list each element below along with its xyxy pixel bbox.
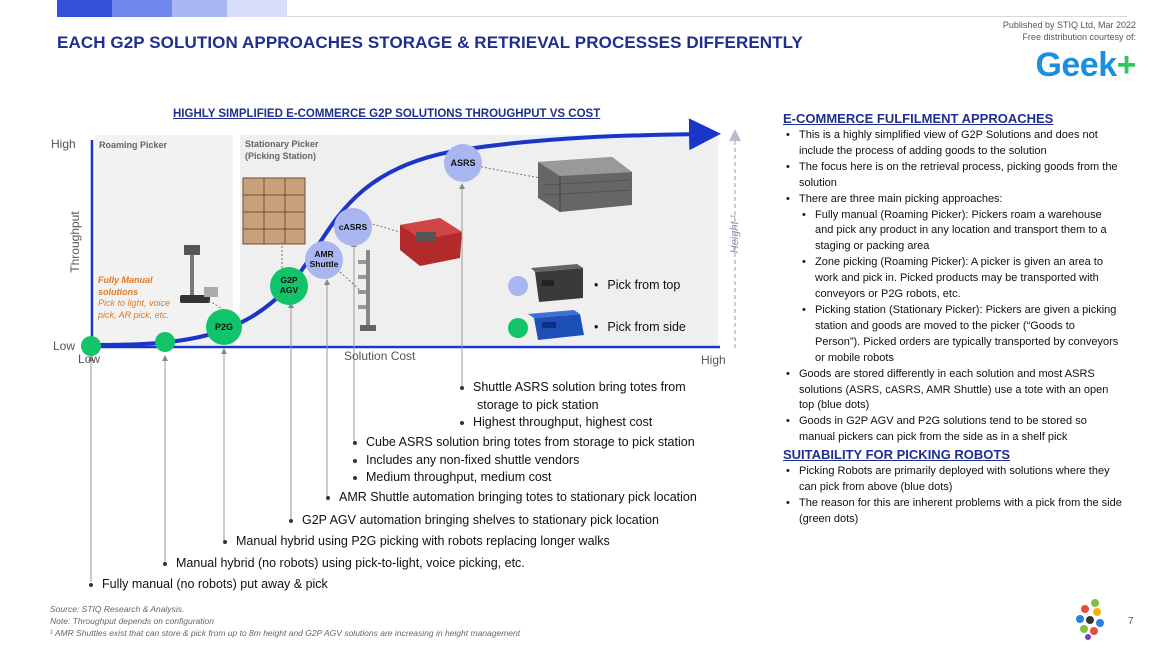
zone-stationary-label: Stationary Picker (Picking Station) bbox=[245, 138, 319, 162]
node-label-asrs: ASRS bbox=[450, 158, 476, 168]
zone-stationary-line1: Stationary Picker bbox=[245, 139, 319, 149]
annotation-amr: AMR Shuttle automation bringing totes to… bbox=[326, 490, 697, 504]
suitability-item-1: Picking Robots are primarily deployed wi… bbox=[783, 464, 1123, 496]
top-accent-bar-3 bbox=[172, 0, 227, 17]
node-label-amr-line2: Shuttle bbox=[309, 259, 339, 269]
fulfilment-item-3: There are three main picking approaches: bbox=[783, 192, 1123, 208]
legend-top-label: Pick from top bbox=[607, 278, 681, 292]
x-axis-high: High bbox=[701, 353, 726, 367]
heading-suitability: SUITABILITY FOR PICKING ROBOTS bbox=[783, 447, 1011, 463]
annotation-casrs-1: Cube ASRS solution bring totes from stor… bbox=[353, 435, 695, 449]
fulfilment-list: This is a highly simplified view of G2P … bbox=[783, 128, 1123, 208]
node-label-amr: AMR Shuttle bbox=[304, 249, 344, 269]
annotation-asrs-2: storage to pick station bbox=[477, 398, 599, 412]
stiq-logo-icon bbox=[1076, 599, 1104, 640]
node-casrs bbox=[334, 208, 372, 246]
node-label-p2g: P2G bbox=[214, 322, 233, 332]
heading-fulfilment: E-COMMERCE FULFILMENT APPROACHES bbox=[783, 111, 1054, 126]
annotation-asrs-1: Shuttle ASRS solution bring totes from bbox=[460, 380, 686, 394]
publisher-line-2: Free distribution courtesy of: bbox=[1022, 32, 1136, 42]
picking-approaches-list: Fully manual (Roaming Picker): Pickers r… bbox=[783, 208, 1123, 367]
top-accent-bar-1 bbox=[57, 0, 112, 17]
publisher-note: Published by STIQ Ltd, Mar 2022 Free dis… bbox=[876, 19, 1136, 43]
approach-item-3: Picking station (Stationary Picker): Pic… bbox=[783, 303, 1123, 367]
p2g-robot-image bbox=[180, 245, 218, 303]
fulfilment-item-1: This is a highly simplified view of G2P … bbox=[783, 128, 1123, 160]
legend-dot-top bbox=[508, 276, 528, 296]
zone-roaming-label: Roaming Picker bbox=[99, 140, 168, 150]
legend-side-label: Pick from side bbox=[607, 320, 686, 334]
blue-bin-image bbox=[528, 310, 584, 340]
top-accent-bar-4 bbox=[227, 0, 287, 17]
y-axis-high: High bbox=[51, 137, 76, 151]
node-label-g2p-line1: G2P bbox=[280, 275, 298, 285]
footnote-height: ¹ AMR Shuttles exist that can store & pi… bbox=[50, 628, 521, 638]
legend-dot-side bbox=[508, 318, 528, 338]
annotation-g2p: G2P AGV automation bringing shelves to s… bbox=[289, 513, 659, 527]
suitability-item-2: The reason for this are inherent problem… bbox=[783, 496, 1123, 528]
annotation-casrs-2: Includes any non-fixed shuttle vendors bbox=[353, 453, 579, 467]
top-rule bbox=[287, 16, 1127, 17]
fully-manual-title-2: solutions bbox=[98, 286, 138, 297]
node-amr-shuttle bbox=[305, 241, 343, 279]
footnotes: Source: STIQ Research & Analysis. Note: … bbox=[50, 603, 520, 639]
node-label-amr-line1: AMR bbox=[314, 249, 334, 259]
fully-manual-callout: Fully Manual solutions Pick to light, vo… bbox=[98, 275, 170, 321]
page-title: EACH G2P SOLUTION APPROACHES STORAGE & R… bbox=[57, 33, 803, 52]
node-label-g2p-agv: G2P AGV bbox=[273, 275, 305, 295]
asrs-grid-image bbox=[538, 157, 632, 212]
suitability-list: Picking Robots are primarily deployed wi… bbox=[783, 464, 1123, 528]
storage-item-2: Goods in G2P AGV and P2G solutions tend … bbox=[783, 414, 1123, 446]
diagram-title: HIGHLY SIMPLIFIED E-COMMERCE G2P SOLUTIO… bbox=[173, 108, 601, 120]
y-axis-low: Low bbox=[53, 339, 76, 353]
node-asrs bbox=[444, 144, 482, 182]
legend-top: •Pick from top bbox=[594, 278, 681, 292]
node-label-casrs: cASRS bbox=[338, 222, 368, 232]
legend-side: •Pick from side bbox=[594, 320, 686, 334]
fulfilment-item-2: The focus here is on the retrieval proce… bbox=[783, 160, 1123, 192]
geek-logo-plus: + bbox=[1116, 46, 1137, 84]
fully-manual-desc-2: pick, AR pick, etc. bbox=[98, 309, 170, 320]
annotation-p2g: Manual hybrid using P2G picking with rob… bbox=[223, 534, 610, 548]
height-axis-label: Height ¹ bbox=[729, 214, 741, 254]
top-accent-bar-2 bbox=[112, 0, 172, 17]
annotation-hybrid: Manual hybrid (no robots) using pick-to-… bbox=[163, 556, 525, 570]
fully-manual-title-1: Fully Manual bbox=[98, 275, 153, 285]
right-panel: E-COMMERCE FULFILMENT APPROACHES This is… bbox=[783, 110, 1123, 528]
annotation-asrs-3: Highest throughput, highest cost bbox=[460, 415, 652, 429]
approach-item-1: Fully manual (Roaming Picker): Pickers r… bbox=[783, 208, 1123, 256]
fully-manual-desc-1: Pick to light, voice bbox=[98, 298, 171, 308]
geek-logo: Geek+ bbox=[1035, 46, 1136, 85]
storage-list: Goods are stored differently in each sol… bbox=[783, 367, 1123, 447]
x-axis-label: Solution Cost bbox=[344, 349, 416, 363]
geek-logo-text: Geek bbox=[1035, 46, 1117, 84]
approach-item-2: Zone picking (Roaming Picker): A picker … bbox=[783, 255, 1123, 303]
annotation-casrs-3: Medium throughput, medium cost bbox=[353, 470, 552, 484]
node-p2g bbox=[206, 309, 242, 345]
zone-roaming-bg bbox=[95, 135, 233, 345]
footnote-note: Note: Throughput depends on configuratio… bbox=[50, 616, 214, 626]
x-axis-low: Low bbox=[78, 352, 101, 366]
page-number: 7 bbox=[1128, 616, 1134, 627]
y-axis-label: Throughput bbox=[68, 211, 82, 273]
node-manual bbox=[81, 336, 101, 356]
footnote-source: Source: STIQ Research & Analysis. bbox=[50, 604, 185, 614]
node-g2p-agv bbox=[270, 267, 308, 305]
zone-stationary-line2: (Picking Station) bbox=[245, 151, 317, 161]
casrs-robot-image bbox=[400, 218, 462, 266]
shelf-rack-image bbox=[242, 177, 306, 245]
annotation-manual: Fully manual (no robots) put away & pick bbox=[89, 577, 328, 591]
node-label-g2p-line2: AGV bbox=[279, 285, 299, 295]
node-hybrid bbox=[155, 332, 175, 352]
publisher-line-1: Published by STIQ Ltd, Mar 2022 bbox=[1002, 20, 1136, 30]
storage-item-1: Goods are stored differently in each sol… bbox=[783, 367, 1123, 415]
grey-tote-image bbox=[531, 264, 583, 302]
